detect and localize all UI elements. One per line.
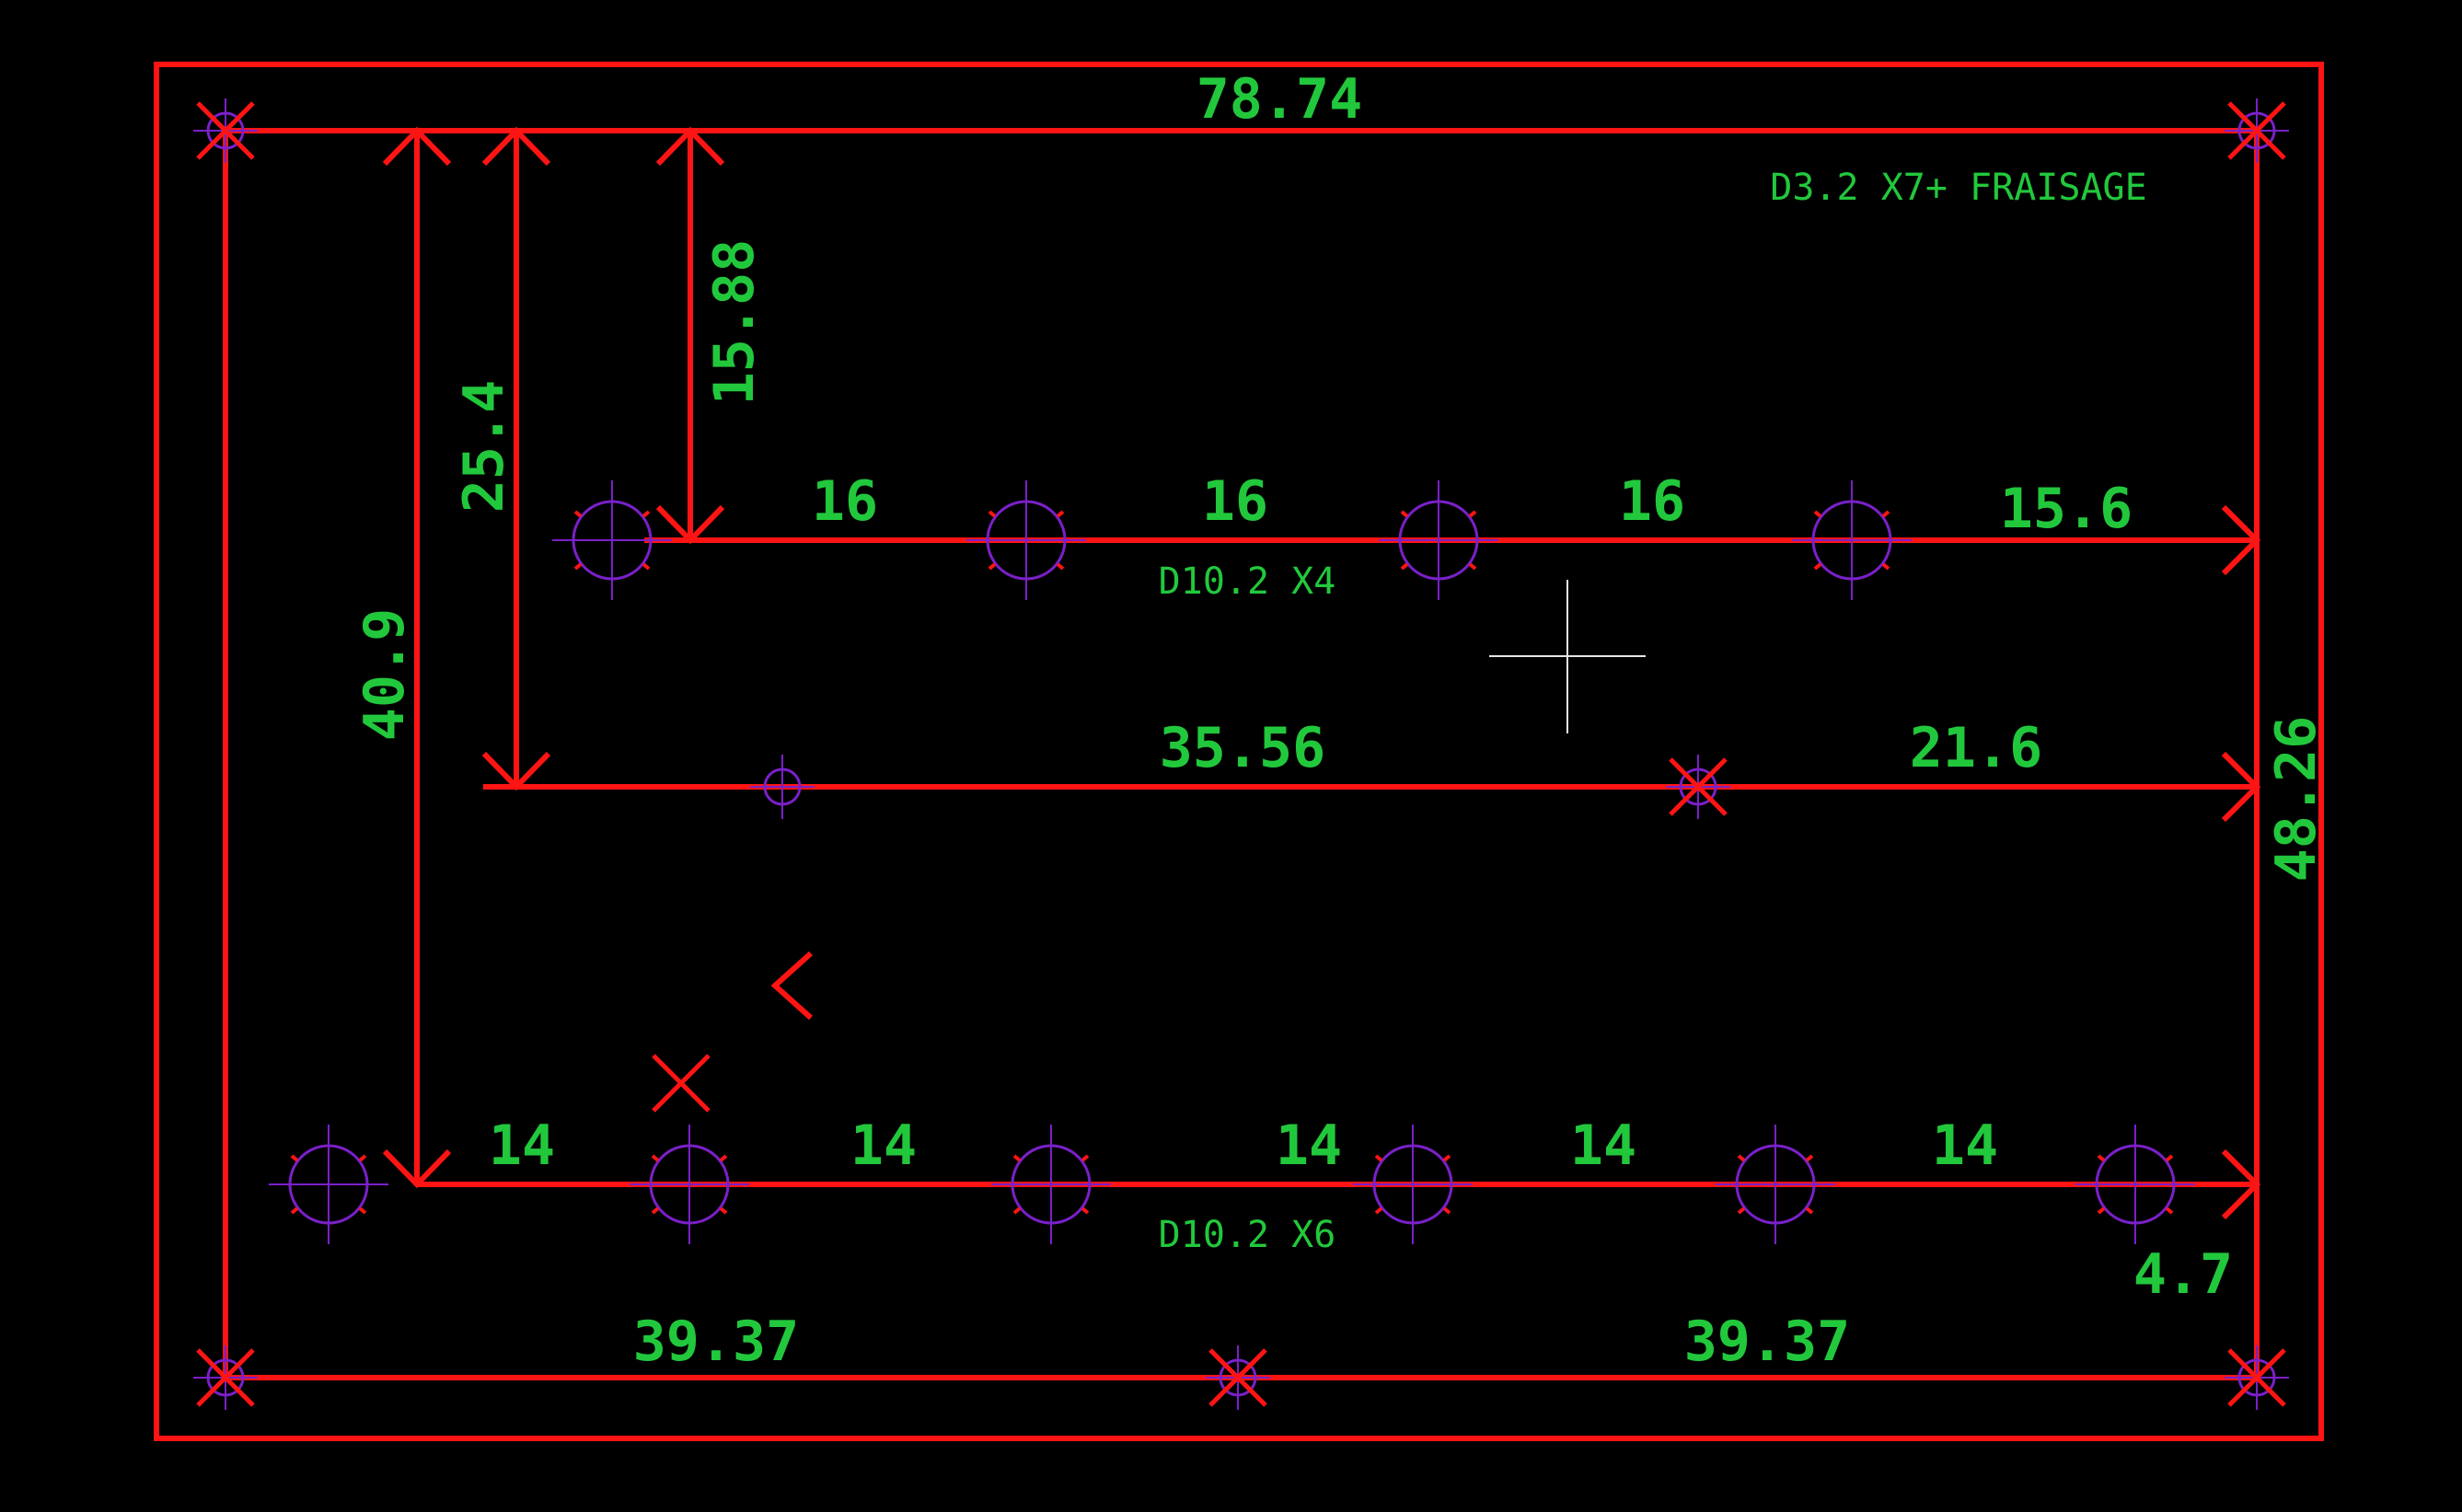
dim-lower-pitch-2: 14 — [850, 1114, 917, 1178]
dim-lower-pitch-5: 14 — [1932, 1114, 1998, 1178]
dim-total-height: 48.26 — [2264, 716, 2329, 883]
dim-vertical-upper: 15.88 — [702, 239, 767, 406]
dim-lower-pitch-1: 14 — [489, 1114, 555, 1178]
arrowheads — [382, 126, 2261, 1220]
outer-border — [154, 62, 2324, 1441]
dim-vertical-lower: 40.9 — [353, 608, 417, 742]
dim-middle-span: 35.56 — [1160, 716, 1326, 780]
dim-upper-pitch-1: 16 — [812, 469, 878, 534]
dim-lower-pitch-4: 14 — [1570, 1114, 1636, 1178]
note-upper-holes: D10.2 X4 — [1159, 560, 1336, 603]
cursor-crosshair-icon — [1489, 580, 1646, 733]
note-small-holes: D3.2 X7+ FRAISAGE — [1770, 167, 2146, 209]
dim-left-half: 39.37 — [633, 1310, 800, 1374]
dim-total-width: 78.74 — [1196, 67, 1363, 132]
dim-lower-end: 4.7 — [2133, 1242, 2233, 1307]
dim-lower-pitch-3: 14 — [1276, 1114, 1342, 1178]
dim-right-half: 39.37 — [1684, 1310, 1851, 1374]
dimension-lines — [223, 128, 2260, 1380]
dim-upper-end: 15.6 — [2000, 477, 2133, 541]
dim-middle-end: 21.6 — [1910, 716, 2043, 780]
dim-vertical-middle: 25.4 — [452, 380, 516, 514]
note-lower-holes: D10.2 X6 — [1159, 1214, 1336, 1256]
dim-upper-pitch-3: 16 — [1619, 469, 1685, 534]
dim-upper-pitch-2: 16 — [1202, 469, 1268, 534]
